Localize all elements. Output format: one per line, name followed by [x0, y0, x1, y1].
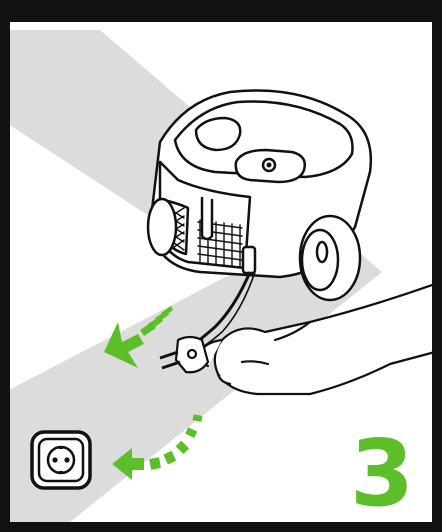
- wall-socket-icon: [32, 432, 90, 488]
- vacuum-cleaner-icon: [148, 90, 371, 300]
- step-number: 3: [350, 428, 414, 520]
